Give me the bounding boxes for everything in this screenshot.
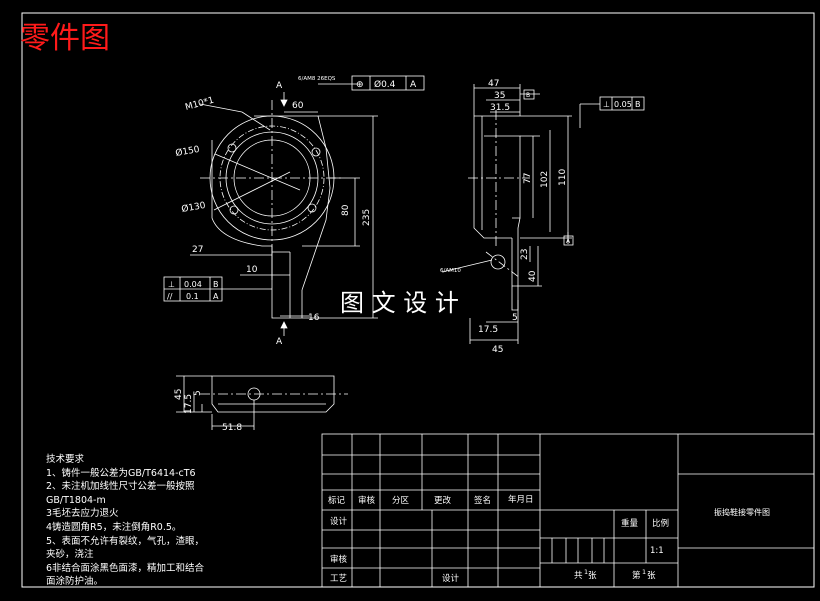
fcf-perp-value: 0.04	[184, 280, 202, 289]
dim-235-label: 235	[362, 209, 372, 226]
notes-heading: 技术要求	[46, 454, 85, 465]
notes-line: 2、未注机加线性尺寸公差一般按照	[46, 481, 195, 493]
notes-line: 4铸造圆角R5，未注倒角R0.5。	[46, 521, 182, 533]
dim-27-label: 27	[192, 245, 203, 255]
fcf-perp-right	[599, 96, 645, 111]
dim-47-label: 47	[488, 79, 499, 89]
notes-line: 3毛坯去应力退火	[46, 508, 119, 520]
fcf-position-ref: A	[410, 80, 417, 90]
tb-sheji: 设计	[330, 516, 348, 527]
tb-zhang2: 张	[647, 571, 656, 581]
thread-note-front: 6/AM8 26EQS	[298, 76, 336, 82]
tb-gong-n: 1	[584, 568, 588, 576]
dim-110-label: 110	[558, 169, 568, 186]
tb-gengai: 更改	[434, 495, 452, 506]
datum-a-label: A	[566, 238, 571, 245]
tb-shenhe: 审核	[330, 554, 348, 565]
dim-phi130-label: Ø130	[181, 200, 207, 215]
tb-nianyueri: 年月日	[508, 494, 534, 505]
dim-60-label: 60	[292, 101, 304, 111]
notes-line: 夹砂，浇注	[46, 549, 94, 561]
dim-23-label: 23	[520, 249, 530, 260]
section-a-bottom-label: A	[276, 337, 283, 347]
dim-102-label: 102	[540, 171, 550, 188]
fcf-parallel-symbol: //	[167, 292, 173, 301]
dim-17-5-label: 17.5	[478, 325, 498, 335]
dim-45-bottom-label: 45	[174, 389, 184, 400]
dim-35-label: 35	[494, 91, 505, 101]
notes-line: 5、表面不允许有裂纹，气孔，渣眼，	[46, 535, 205, 547]
datum-a-box	[563, 235, 574, 246]
tb-qianming: 签名	[474, 495, 491, 506]
notes-line: GB/T1804-m	[46, 494, 106, 506]
fcf-parallel-value: 0.1	[186, 292, 199, 301]
dim-5-bottom-label: 5	[193, 390, 203, 396]
tb-drawing-name: 振捣鞋接零件图	[714, 507, 770, 517]
side-view	[441, 84, 600, 344]
datum-b-box	[523, 89, 535, 100]
tb-di: 第	[632, 570, 641, 581]
section-a-top-label: A	[276, 81, 283, 91]
drawing-title: 零件图	[20, 21, 110, 56]
dim-5-label: 5	[512, 313, 518, 323]
dim-51-8-label: 51.8	[222, 423, 242, 433]
top-view	[176, 375, 348, 430]
fcf-perp-ref: B	[213, 280, 219, 289]
dim-40-label: 40	[528, 270, 538, 282]
dim-17-5-bottom-label: 17.5	[184, 394, 194, 414]
datum-b-label: B	[526, 92, 530, 99]
tb-bili-value: 1:1	[650, 546, 664, 556]
tb-sheji2: 设计	[442, 573, 460, 584]
dim-16-label: 16	[308, 313, 320, 323]
title-block	[321, 433, 815, 588]
tb-fenqu: 分区	[392, 496, 410, 506]
fcf-perp-right-symbol: ⊥	[603, 100, 610, 109]
tb-di-n: 1	[642, 568, 646, 576]
dim-77-label: 77	[523, 173, 533, 184]
notes-line: 6非结合面涂黑色面漆，精加工和结合	[46, 562, 205, 574]
fcf-position	[351, 75, 425, 91]
dim-31-5-label: 31.5	[490, 103, 510, 113]
tb-chushu: 审核	[358, 495, 376, 506]
thread-note-side: 6/AM10	[440, 268, 461, 274]
fcf-perp-right-value: 0.05	[614, 100, 632, 109]
tb-bili: 比例	[652, 518, 669, 529]
technical-requirements: 技术要求 1、铸件一般公差为GB/T6414-cT6 2、未注机加线性尺寸公差一…	[46, 453, 236, 589]
fcf-perp-symbol: ⊥	[168, 280, 175, 289]
tb-gong: 共	[574, 571, 583, 581]
fcf-position-symbol: ⊕	[356, 80, 364, 90]
dim-80-label: 80	[341, 204, 351, 216]
dim-45-label: 45	[492, 345, 503, 355]
tb-zhongliang: 重量	[621, 518, 639, 529]
fcf-parallel-ref: A	[213, 292, 219, 301]
fcf-perp-right-ref: B	[635, 100, 641, 109]
fcf-position-value: Ø0.4	[374, 79, 396, 90]
watermark-text: 图 文 设 计	[340, 289, 459, 317]
notes-line: 1、铸件一般公差为GB/T6414-cT6	[46, 467, 196, 479]
thread-m10-label: M10*1	[184, 96, 215, 113]
dim-phi150-label: Ø150	[175, 144, 201, 159]
dim-10-label: 10	[246, 265, 258, 275]
tb-biaoji: 标记	[328, 495, 346, 506]
front-view	[190, 83, 378, 336]
tb-gongyi: 工艺	[330, 574, 347, 584]
fcf-perp-parallel	[163, 276, 272, 302]
tb-zhang: 张	[588, 571, 597, 581]
notes-line: 面涂防护油。	[46, 576, 104, 588]
